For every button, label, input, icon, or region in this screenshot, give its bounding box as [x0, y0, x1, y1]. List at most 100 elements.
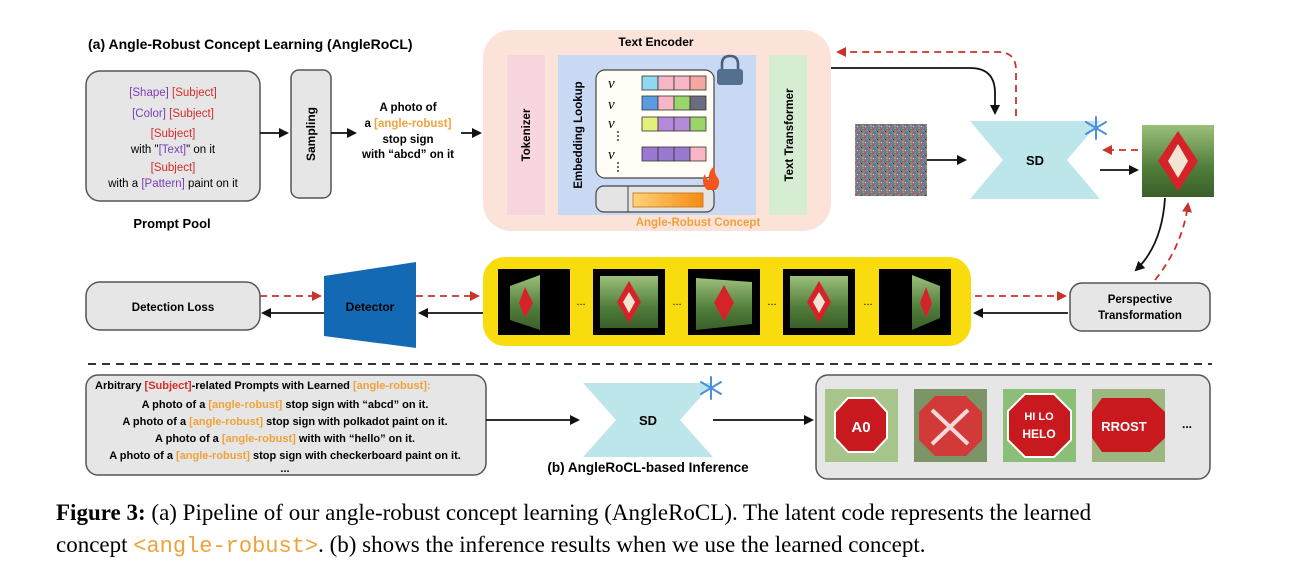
- view-ellipsis-3: ...: [767, 296, 776, 308]
- sd-label-top: SD: [1026, 153, 1044, 168]
- caption-text-2: concept: [56, 532, 134, 557]
- sd-label-bottom: SD: [639, 413, 657, 428]
- view-ellipsis-1: ...: [576, 296, 585, 308]
- prompt-pool-lines: [Shape] [Subject] [Color] [Subject] [Sub…: [107, 87, 239, 190]
- snow-spoke: [700, 381, 722, 395]
- caption-text-3: . (b) shows the inference results when w…: [318, 532, 926, 557]
- result-image-3: HI LO HELO: [1003, 389, 1076, 462]
- text-transformer-label: Text Transformer: [784, 88, 796, 182]
- sample-prompt-line-4: with “abcd” on it: [361, 149, 454, 161]
- emb-cell: [673, 75, 691, 91]
- v-symbol-4: v: [608, 147, 615, 163]
- embedding-vertical-dots: [617, 131, 619, 172]
- view-sign: [920, 287, 932, 318]
- result-sign: [834, 397, 888, 453]
- result-sign-text: RROST: [1101, 419, 1147, 434]
- inference-prompts-box: [85, 374, 487, 476]
- snowflake-icon: [700, 376, 722, 400]
- detector-model: [324, 262, 416, 348]
- sd-model-bottom: [583, 383, 713, 457]
- emb-cell: [641, 95, 659, 111]
- prompt-pool-box: [85, 70, 261, 202]
- result-sign: [1092, 398, 1165, 452]
- v-symbol-3: v: [608, 116, 615, 132]
- snowflake-icon: [1085, 116, 1107, 140]
- inference-prompt-list: A photo of a [angle-robust] stop sign wi…: [109, 399, 461, 475]
- emb-cell: [689, 75, 707, 91]
- emb-cell: [689, 116, 707, 132]
- v-symbol-2: v: [608, 97, 615, 113]
- view-5: [879, 269, 951, 335]
- noise-latent-image: [855, 124, 927, 196]
- arrow-generated-to-perspective: [1134, 197, 1166, 272]
- sample-prompt-line-3: stop sign: [382, 134, 433, 146]
- prompt-pool-line-6: with a [Pattern] paint on it: [107, 178, 239, 190]
- emb-cell: [657, 146, 675, 162]
- emb-cell: [657, 75, 675, 91]
- vdot-2: [617, 135, 619, 137]
- detector-label: Detector: [346, 300, 395, 314]
- result-image-1: A0: [825, 389, 898, 462]
- prompt-pool-line-2: [Color] [Subject]: [132, 108, 214, 120]
- result-sign-text: HI LO: [1024, 411, 1054, 423]
- detection-loss-label: Detection Loss: [132, 302, 214, 314]
- view-2: [593, 269, 665, 335]
- tokenizer-label: Tokenizer: [521, 108, 533, 161]
- inference-prompts-more: ...: [280, 463, 289, 475]
- view-1: [498, 269, 570, 335]
- result-sign-mark: [930, 408, 970, 446]
- inference-prompt-3: A photo of a [angle-robust] with with “h…: [155, 433, 415, 445]
- view-sign-inner: [623, 292, 635, 313]
- result-sign-text: HELO: [1022, 427, 1055, 441]
- result-sign: [1007, 393, 1072, 458]
- view-ellipsis-4: ...: [863, 296, 872, 308]
- figure-caption: Figure 3: (a) Pipeline of our angle-robu…: [56, 497, 1256, 563]
- generated-sign-inner: [1168, 144, 1188, 178]
- fire-icon: [702, 166, 720, 190]
- caption-label: Figure 3:: [56, 500, 146, 525]
- emb-cell: [657, 116, 675, 132]
- emb-cell: [689, 95, 707, 111]
- prompt-pool-line-3: [Subject]: [151, 128, 196, 140]
- tokenizer-box: [507, 55, 545, 215]
- view-3: [688, 269, 760, 335]
- embedding-grid: [641, 75, 707, 162]
- result-image-4: RROST: [1092, 389, 1165, 462]
- vdot-6: [617, 170, 619, 172]
- inference-prompts-header: Arbitrary [Subject]-related Prompts with…: [95, 380, 431, 392]
- arrow-perspective-to-generated-dashed: [1154, 202, 1192, 281]
- transformed-views: ... ... ... ...: [498, 269, 951, 335]
- emb-cell: [689, 146, 707, 162]
- view-sign: [714, 285, 734, 321]
- vdot-3: [617, 139, 619, 141]
- section-a-title: (a) Angle-Robust Concept Learning (Angle…: [88, 36, 413, 52]
- result-sign-text: A0: [851, 419, 870, 436]
- embedding-rows: v v v v: [608, 76, 615, 163]
- perspective-label-1: Perspective: [1108, 294, 1173, 306]
- sampling-box: [290, 69, 332, 199]
- vdot-4: [617, 162, 619, 164]
- sampling-label: Sampling: [304, 107, 318, 161]
- perspective-label-2: Transformation: [1098, 310, 1182, 322]
- detection-loss-box: [85, 281, 261, 331]
- concept-embedding-bar: [632, 192, 704, 208]
- lock-icon: [717, 54, 743, 85]
- arrow-encoder-to-sd: [831, 67, 1000, 115]
- result-image-2: [914, 389, 987, 462]
- sample-prompt-line-2: a [angle-robust]: [365, 118, 452, 130]
- view-ellipsis-2: ...: [672, 296, 681, 308]
- snow-spoke: [1085, 121, 1107, 135]
- vdot-5: [617, 166, 619, 168]
- lock-body: [717, 69, 743, 85]
- text-encoder-title: Text Encoder: [618, 35, 693, 49]
- prompt-pool-label: Prompt Pool: [133, 216, 210, 231]
- sd-model-top: [970, 121, 1100, 199]
- view-sign: [519, 287, 533, 318]
- prompt-pool-line-1: [Shape] [Subject]: [129, 87, 217, 99]
- arrow-sd-to-encoder-dashed: [836, 47, 1017, 128]
- section-b-title: (b) AngleRoCL-based Inference: [547, 460, 749, 475]
- emb-cell: [673, 146, 691, 162]
- angle-robust-concept-label: Angle-Robust Concept: [636, 217, 761, 229]
- inference-prompt-2: A photo of a [angle-robust] stop sign wi…: [122, 416, 447, 428]
- emb-cell: [673, 95, 691, 111]
